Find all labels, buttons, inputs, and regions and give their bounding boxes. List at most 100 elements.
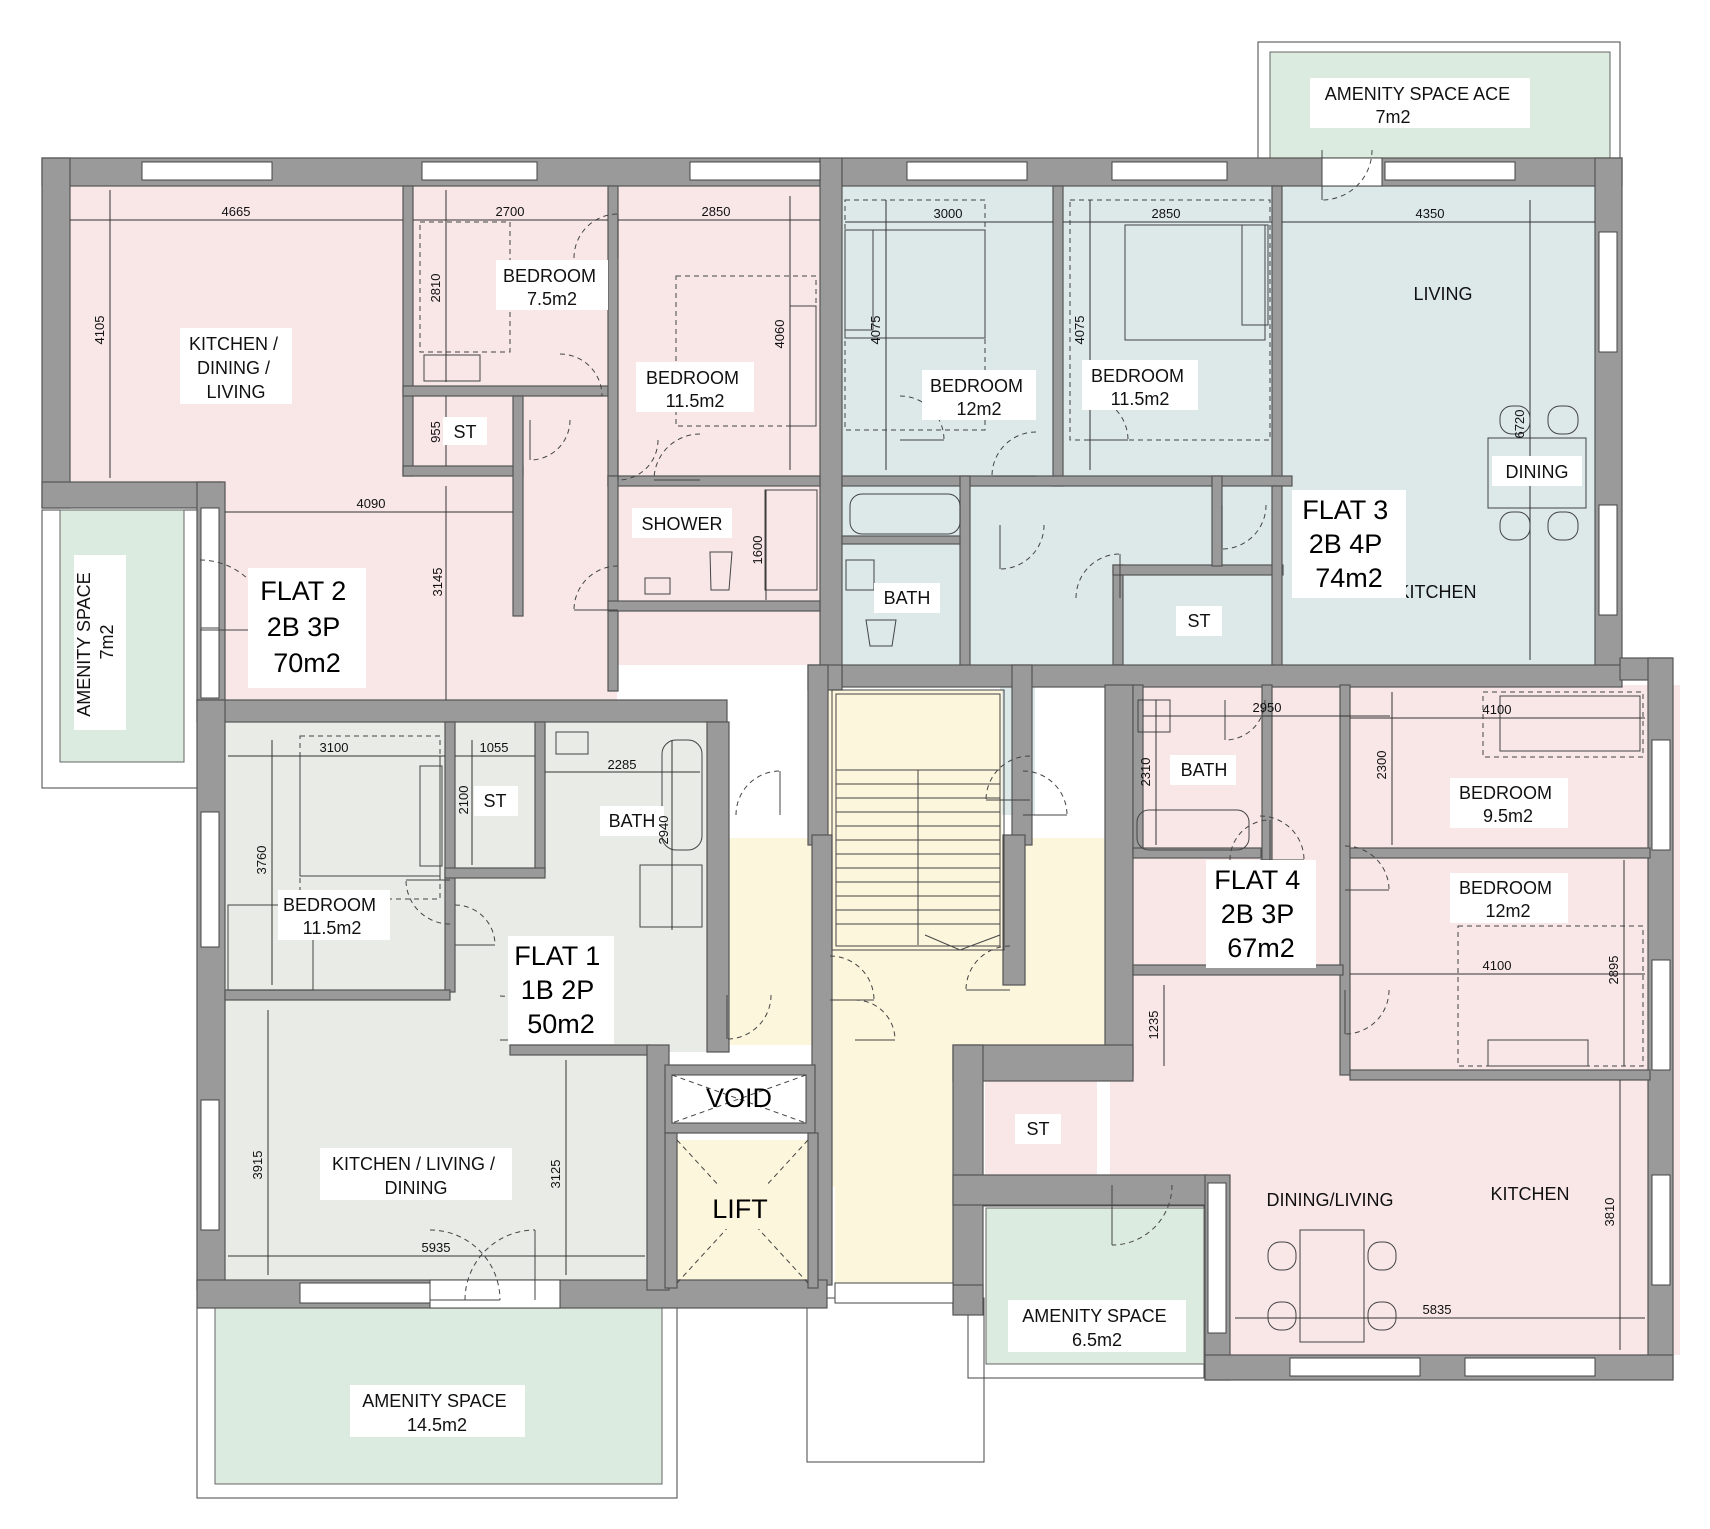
room-label-bath: BATH (609, 811, 656, 831)
door-swing (1229, 819, 1271, 861)
basin (555, 731, 589, 755)
room-labels: KITCHEN / DINING / LIVING BEDROOM 7.5m2 … (180, 260, 1582, 1229)
wall-lift-east (807, 1132, 819, 1289)
wall-f2-shower-west (607, 475, 619, 692)
basin (845, 559, 875, 591)
dimension-label: 6720 (1512, 410, 1527, 439)
wall-f3-hall (1211, 475, 1223, 567)
dimension-label: 2700 (496, 204, 525, 219)
wall-f2-shower-south (607, 600, 821, 612)
room-label-bedroom: BEDROOM 12m2 (1459, 878, 1557, 921)
wardrobe (419, 765, 443, 867)
window (834, 1282, 954, 1304)
dimension-label: 3915 (250, 1151, 265, 1180)
room-label-bath: BATH (1181, 760, 1228, 780)
room-label-kitchen: KITCHEN (1397, 582, 1476, 602)
room-label-kitchen-living-dining: KITCHEN / LIVING / DINING (332, 1154, 500, 1198)
door-swing (617, 439, 659, 481)
bathtub (849, 493, 961, 535)
window (1651, 1174, 1671, 1286)
wall-f1-bath-south (509, 1044, 651, 1056)
dining-table (1299, 1229, 1365, 1343)
wardrobe (844, 229, 874, 331)
chair (1367, 1241, 1397, 1271)
dining-table (1487, 437, 1587, 509)
window (200, 1099, 220, 1231)
wall-f2-hall (512, 395, 524, 617)
amenity-left-label: AMENITY SPACE 7m2 (74, 567, 117, 716)
shower-tray (764, 489, 818, 591)
dimension-label: 4105 (92, 316, 107, 345)
room-label-st: ST (1026, 1119, 1049, 1139)
void-label: VOID (706, 1083, 772, 1113)
bathtub (1136, 809, 1250, 851)
stair (831, 689, 1005, 951)
room-label-dining: DINING (1506, 462, 1569, 482)
window (1384, 161, 1516, 181)
wall-f1-st-east (534, 721, 546, 873)
room-label-living: LIVING (1413, 284, 1472, 304)
wall-core-south-post (952, 1284, 984, 1316)
wall-core-east (1011, 664, 1033, 846)
chair (1547, 405, 1579, 435)
window (421, 161, 538, 181)
wall-f2-st-south (402, 465, 524, 477)
dimension-label: 2285 (608, 757, 637, 772)
wall-f3-st-west (1112, 564, 1124, 666)
room-label-bedroom: BEDROOM 11.5m2 (646, 368, 744, 411)
room-label-shower: SHOWER (642, 514, 723, 534)
shower-tray (639, 864, 703, 928)
window (1598, 231, 1618, 353)
chair (1547, 511, 1579, 541)
dimension-label: 4075 (1072, 316, 1087, 345)
dimension-label: 3125 (548, 1160, 563, 1189)
wall-f1-east (706, 721, 730, 1053)
entrance-canopy-outline (806, 1297, 985, 1463)
chair (1367, 1301, 1397, 1331)
dimension-label: 4100 (1483, 702, 1512, 717)
door-amenity-bottom-left (429, 1279, 561, 1309)
wall-party-f2-f3 (819, 157, 843, 669)
toilet (865, 619, 897, 647)
wall-f4-west (1104, 684, 1134, 1076)
door-swing (854, 999, 896, 1041)
wall-f2-bed1-west (402, 185, 414, 477)
dimension-label: 3145 (430, 568, 445, 597)
room-label-kitchen: KITCHEN (1490, 1184, 1569, 1204)
door-swing (1321, 149, 1373, 201)
wall-f1-north (196, 699, 728, 723)
dimension-lines (70, 190, 1645, 1350)
stair-outline (831, 689, 1005, 951)
wall-f1-bed-south (224, 989, 451, 1001)
dimension-label: 3810 (1602, 1198, 1617, 1227)
wall-f3-st-east (1271, 485, 1283, 667)
window (1464, 1357, 1596, 1377)
room-label-st: ST (1187, 611, 1210, 631)
window (1651, 959, 1671, 1071)
chairs (1267, 1241, 1397, 1331)
bed-outline (1482, 691, 1644, 758)
window (141, 161, 273, 181)
desk (423, 354, 481, 382)
dimension-label: 2300 (1374, 751, 1389, 780)
window (299, 1282, 431, 1304)
window (906, 161, 1028, 181)
room-label-bedroom: BEDROOM 9.5m2 (1459, 783, 1557, 826)
dimension-label: 2850 (702, 204, 731, 219)
wardrobe (1487, 1039, 1589, 1067)
door-swing (464, 1229, 536, 1301)
flat-1-label: FLAT 1 1B 2P 50m2 (514, 941, 608, 1039)
window (200, 507, 220, 629)
wall-f3-beds-south (841, 475, 1293, 487)
dimension-label: 2850 (1152, 206, 1181, 221)
dimension-label: 1055 (480, 740, 509, 755)
wall-f2-south-step (41, 481, 223, 509)
dimension-label: 2940 (656, 816, 671, 845)
wall-f2-bed1-south (402, 385, 609, 397)
room-label-st: ST (483, 791, 506, 811)
wall-f3-south (841, 664, 1623, 688)
wall-f3-beds (1052, 185, 1064, 487)
dimension-label: 3760 (254, 846, 269, 875)
bathtub (661, 739, 703, 851)
chair (1267, 1301, 1297, 1331)
